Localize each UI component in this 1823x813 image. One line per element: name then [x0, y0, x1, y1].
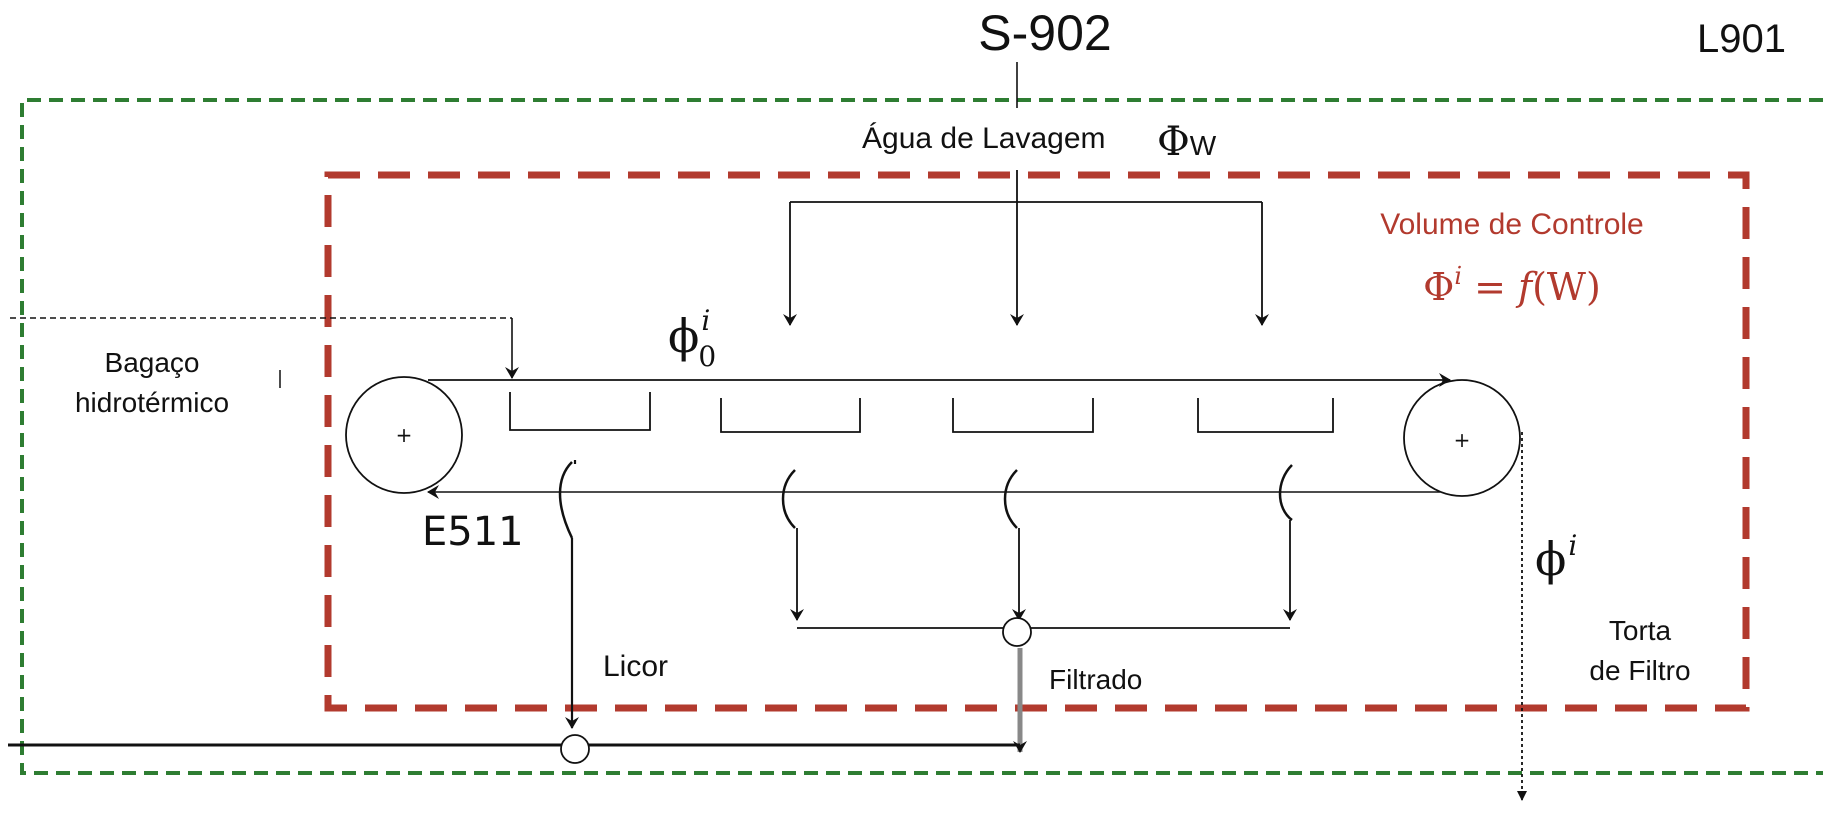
title-s902: S-902 — [978, 5, 1111, 61]
feed-stream — [10, 317, 519, 379]
outer-boundary — [20, 98, 1823, 775]
left-pulley-mark: + — [396, 423, 413, 447]
filtrate-label: Filtrado — [1049, 664, 1142, 695]
liquor-junction — [560, 734, 590, 764]
phi-out-symbol: ϕi — [1535, 529, 1577, 586]
wash-water-distribution — [783, 170, 1269, 326]
feed-label-line1: Bagaço — [105, 347, 200, 378]
liquor-label: Licor — [603, 650, 668, 683]
control-volume-label: Volume de Controle — [1380, 208, 1644, 241]
control-volume-boundary — [324, 171, 1750, 712]
cake-label-line2: de Filtro — [1589, 655, 1690, 686]
right-pulley — [1403, 379, 1521, 497]
liquor-drain — [565, 460, 579, 729]
filtrate-junction — [1002, 617, 1032, 647]
feed-label-line2: hidrotérmico — [75, 387, 229, 418]
filtrate-drains — [790, 520, 1297, 629]
filter-trays — [509, 392, 1334, 433]
right-pulley-mark: + — [1454, 428, 1471, 452]
return-label-e511: E511 — [422, 509, 524, 555]
cake-label-line1: Torta — [1609, 615, 1672, 646]
control-volume-equation: Φi = f(W) — [1423, 262, 1601, 309]
corner-label-l901: L901 — [1697, 17, 1786, 61]
left-pulley — [345, 376, 463, 494]
wash-water-symbol: ΦW — [1157, 119, 1217, 165]
line-crossovers — [558, 461, 1293, 539]
wash-water-label: Água de Lavagem — [862, 122, 1106, 155]
